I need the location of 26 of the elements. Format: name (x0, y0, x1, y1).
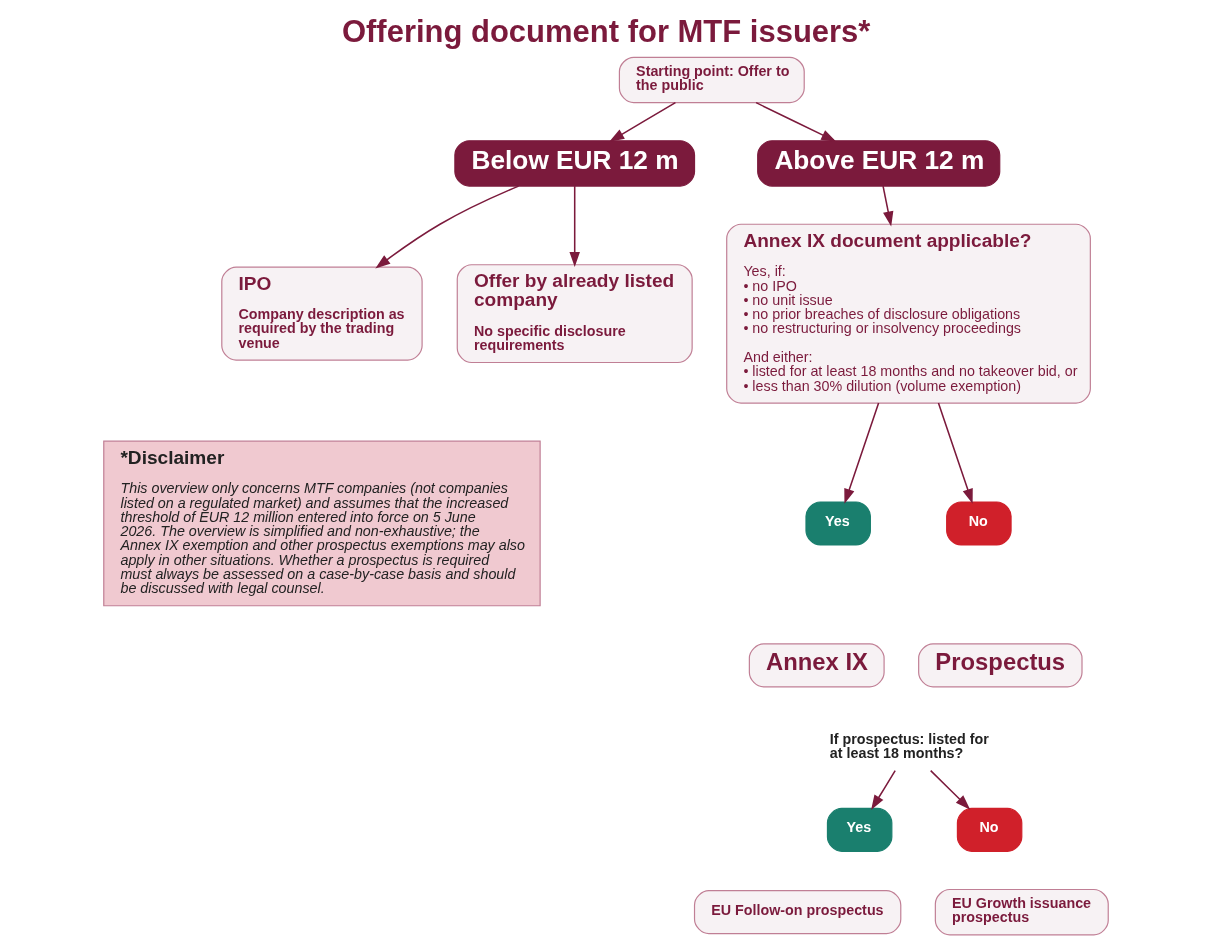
node-box: Starting point: Offer to the public (618, 56, 805, 104)
arrow (937, 402, 973, 504)
arrow (882, 185, 894, 227)
node-box: Yes (805, 501, 871, 546)
node-box: Offer by already listed company No specific disclosure requirements (456, 264, 693, 364)
node-box: EU Growth issuance prospectus (934, 888, 1109, 936)
node-box: Above EUR 12 m (757, 140, 1001, 187)
node-text: If prospectus: listed for at least 18 months? (829, 730, 989, 761)
arrow (871, 769, 896, 810)
node-box: No (956, 807, 1023, 852)
node-box: Annex IX (748, 643, 885, 688)
diagram-title: Offering document for MTF issuers* (341, 13, 871, 49)
node-box: Prospectus (918, 643, 1083, 688)
node-box: Annex IX document applicable? Yes, if: • no IPO • no unit issue • no prior breaches of disclosure obligations • no restructuring or insolvency proceedings And either: • listed for at least 18 months and no takeover bid, or • less than 30% dilution (volume exemption) (726, 223, 1091, 404)
arrow (844, 402, 880, 504)
node-box: No (946, 501, 1012, 546)
arrow (609, 101, 677, 142)
arrow (375, 185, 520, 269)
node-box: Yes (826, 807, 893, 852)
arrow (929, 769, 971, 810)
node-box: IPO Company description as required by the trading venue (221, 266, 423, 361)
arrow (569, 185, 580, 267)
arrow (755, 101, 837, 142)
node-box: Below EUR 12 m (454, 140, 696, 187)
node-box: EU Follow-on prospectus (693, 890, 902, 935)
node-box: *Disclaimer This overview only concerns MTF companies (not companies listed on a regulated market) and assumes that the increased threshold of EUR 12 million entered into force on 5 June 2026. The overview is simplified and non-exhaustive; the Annex IX exemption and other prospectus exemptions may also apply in other situations. Whether a prospectus is required must always be assessed on a case-by-case basis and should be discussed with legal counsel. (103, 440, 541, 607)
